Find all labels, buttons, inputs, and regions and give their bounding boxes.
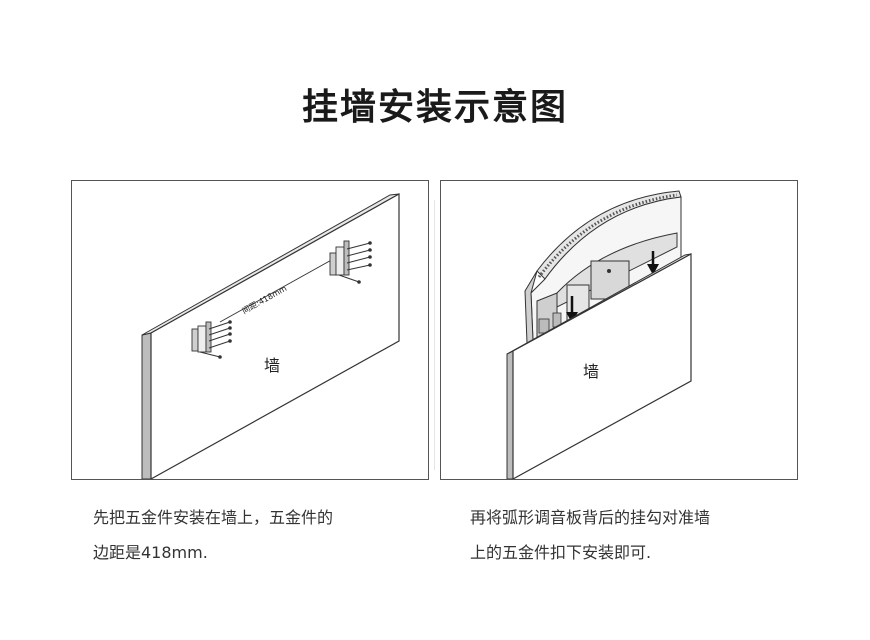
wall-slab-face [150, 192, 400, 479]
mounting-bracket-left [191, 320, 232, 359]
caption-line: 边距是418mm. [93, 543, 208, 562]
caption-left: 先把五金件安装在墙上，五金件的 边距是418mm. [93, 500, 423, 570]
diagram-panel-wall-hardware: 间距:418mm [71, 180, 429, 480]
caption-line: 上的五金件扣下安装即可. [470, 543, 652, 562]
page-title: 挂墙安装示意图 [301, 87, 568, 128]
curved-acoustic-panel [524, 190, 682, 344]
diagram-panel-hanging-panel: 墙 [440, 180, 798, 480]
caption-right: 再将弧形调音板背后的挂勾对准墙 上的五金件扣下安装即可. [470, 500, 800, 570]
mounting-bracket-right [329, 240, 372, 284]
wall-label: 墙 [264, 356, 280, 375]
hanging-panel-illustration: 墙 [506, 190, 692, 479]
wall-slab-side [506, 350, 514, 479]
down-arrow-icon [647, 251, 659, 275]
wall-label: 墙 [583, 362, 599, 381]
panel-divider [434, 200, 435, 470]
wall-hardware-illustration: 间距:418mm [141, 192, 400, 479]
wall-slab-face [512, 252, 692, 479]
caption-line: 先把五金件安装在墙上，五金件的 [93, 508, 334, 527]
caption-line: 再将弧形调音板背后的挂勾对准墙 [470, 508, 711, 527]
spacing-line [219, 252, 345, 323]
wall-slab-side [141, 332, 152, 479]
